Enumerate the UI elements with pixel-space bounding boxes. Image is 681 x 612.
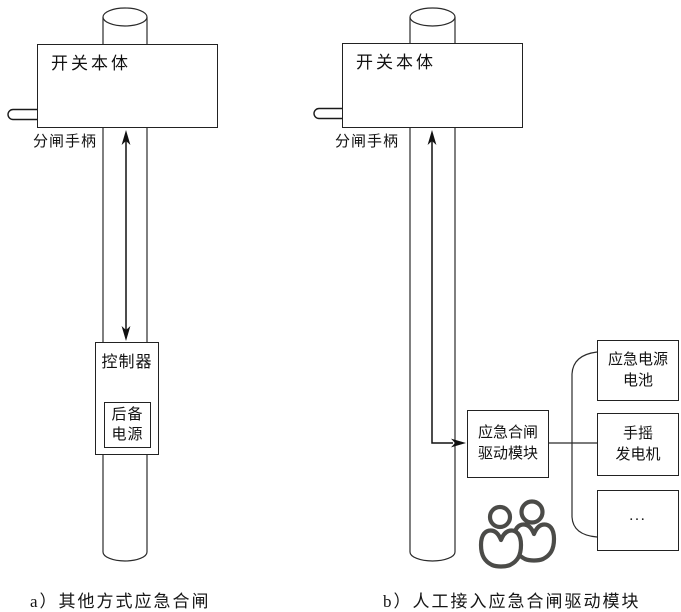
people-icon: [478, 499, 557, 569]
person-front-icon: [478, 504, 524, 569]
caption-a: a）其他方式应急合闸: [30, 592, 211, 611]
controller-box: 控制器 后备 电源: [95, 342, 159, 455]
switch-body-label-a: 开关本体: [51, 54, 131, 73]
person-back-icon: [511, 499, 557, 563]
option-battery-line1: 应急电源: [607, 351, 668, 368]
option-box-ellipsis: ...: [597, 490, 679, 551]
option-ellipsis-line1: ...: [629, 508, 647, 524]
handle-label-b: 分闸手柄: [335, 134, 400, 150]
option-generator-line2: 发电机: [615, 446, 661, 463]
caption-b: b）人工接入应急合闸驱动模块: [383, 592, 641, 611]
backup-power-line1: 后备: [111, 407, 144, 423]
handle-label-a: 分闸手柄: [33, 134, 98, 150]
drive-module-line1: 应急合闸: [477, 425, 538, 441]
drive-module-box: 应急合闸 驱动模块: [467, 410, 549, 478]
l-arrow-icon: [427, 130, 466, 448]
option-generator-line1: 手摇: [622, 425, 653, 442]
option-connector-lines: [549, 351, 598, 538]
option-box-generator: 手摇 发电机: [597, 413, 679, 476]
switch-body-label-b: 开关本体: [356, 53, 436, 72]
option-box-battery: 应急电源 电池: [597, 340, 679, 401]
controller-label: 控制器: [101, 354, 153, 371]
double-arrow-icon: [121, 130, 131, 341]
backup-power-box: 后备 电源: [104, 402, 151, 448]
option-battery-line2: 电池: [622, 372, 653, 389]
backup-power-line2: 电源: [111, 427, 144, 443]
switch-body-box-a: 开关本体: [37, 44, 218, 128]
switch-body-box-b: 开关本体: [342, 43, 523, 128]
drive-module-line2: 驱动模块: [477, 446, 538, 462]
